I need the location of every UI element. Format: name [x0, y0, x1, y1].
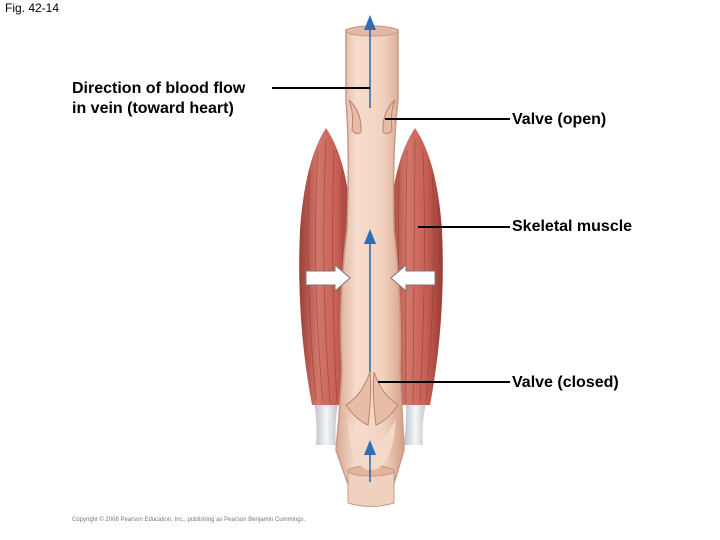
flow-arrowhead-bottom [364, 440, 376, 455]
blood-flow-arrows [364, 15, 376, 482]
left-skeletal-muscle [299, 128, 354, 445]
contraction-arrows [305, 263, 436, 293]
leader-lines [272, 87, 510, 383]
direction-of-flow-label: Direction of blood flow in vein (toward … [72, 80, 246, 117]
right-tendon [403, 395, 428, 445]
skeletal-muscle-label: Skeletal muscle [512, 218, 633, 235]
valve-closed-label: Valve (closed) [512, 374, 619, 391]
flow-arrowhead-top [364, 15, 376, 30]
valve-open-label: Valve (open) [512, 111, 607, 128]
right-contraction-arrow [390, 263, 436, 293]
figure-label: Fig. 42-14 [5, 1, 60, 15]
flow-arrowhead-middle [364, 229, 376, 244]
left-tendon [313, 395, 340, 445]
valve-open [348, 99, 396, 135]
copyright-notice: Copyright © 2008 Pearson Education, Inc.… [72, 517, 306, 523]
left-contraction-arrow [305, 263, 351, 293]
